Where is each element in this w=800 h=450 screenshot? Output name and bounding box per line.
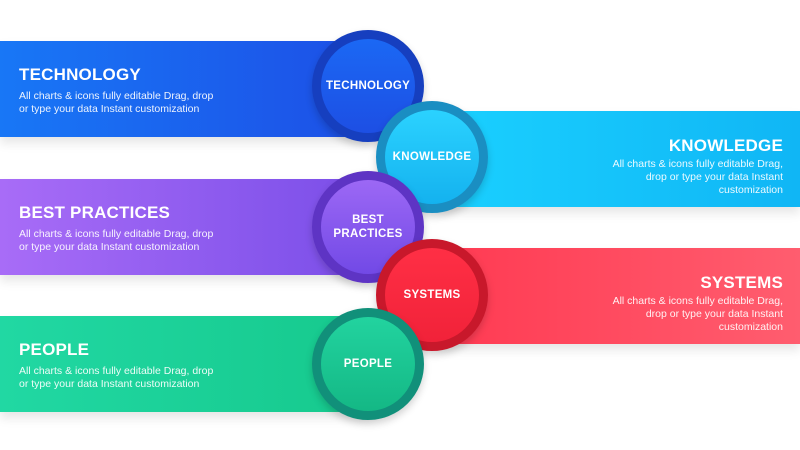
people-band: PEOPLE All charts & icons fully editable… (0, 316, 370, 412)
knowledge-title: KNOWLEDGE (668, 136, 783, 155)
technology-circle-label: TECHNOLOGY (325, 80, 411, 92)
best-practices-band: BEST PRACTICES All charts & icons fully … (0, 179, 370, 275)
systems-circle-label: SYSTEMS (403, 289, 461, 301)
systems-description: All charts & icons fully editable Drag, … (612, 295, 783, 333)
knowledge-circle-label: KNOWLEDGE (392, 151, 472, 163)
technology-title: TECHNOLOGY (19, 65, 141, 84)
technology-band: TECHNOLOGY All charts & icons fully edit… (0, 41, 370, 137)
best-practices-circle-label: BEST PRACTICES (333, 214, 403, 240)
people-description: All charts & icons fully editable Drag, … (19, 365, 214, 390)
people-circle: PEOPLE (312, 308, 424, 420)
best-practices-title: BEST PRACTICES (19, 203, 171, 222)
technology-description: All charts & icons fully editable Drag, … (19, 90, 214, 115)
knowledge-description: All charts & icons fully editable Drag, … (612, 158, 783, 196)
knowledge-band: KNOWLEDGE All charts & icons fully edita… (440, 111, 800, 207)
people-circle-label: PEOPLE (343, 358, 393, 370)
people-title: PEOPLE (19, 340, 90, 359)
systems-title: SYSTEMS (700, 273, 783, 292)
best-practices-description: All charts & icons fully editable Drag, … (19, 228, 214, 253)
systems-band: SYSTEMS All charts & icons fully editabl… (440, 248, 800, 344)
